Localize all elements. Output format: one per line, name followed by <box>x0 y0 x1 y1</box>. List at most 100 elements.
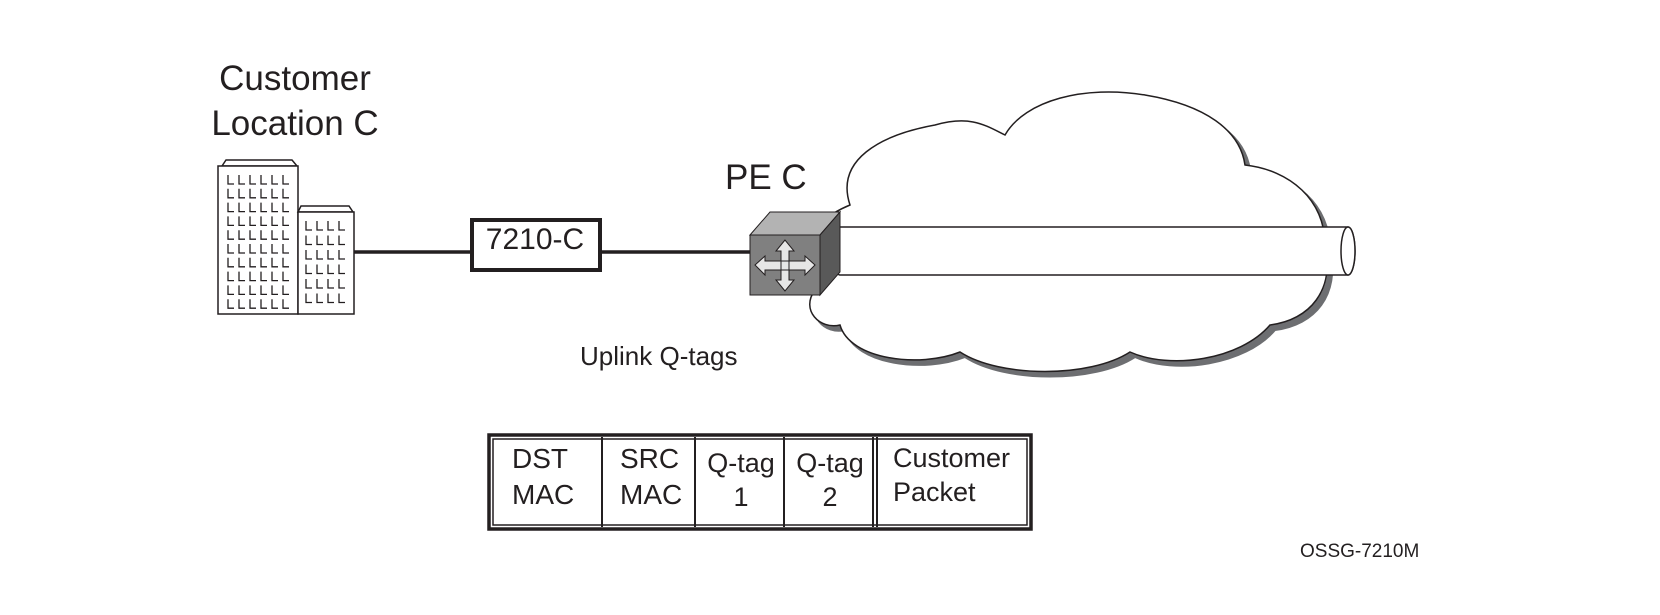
building-window <box>305 264 312 275</box>
building-window <box>282 257 289 268</box>
frame-field-dst-mac: DST MAC <box>512 443 575 510</box>
building-window <box>260 202 267 213</box>
building-window <box>227 299 234 309</box>
building-window <box>271 285 278 296</box>
building-window <box>260 216 267 227</box>
building-window <box>282 188 289 199</box>
building-window <box>249 244 256 254</box>
building-window <box>316 264 323 275</box>
building-window <box>249 216 256 227</box>
customer-title-line1: Customer <box>219 59 371 98</box>
building-window <box>338 279 345 289</box>
building-window <box>338 293 345 304</box>
building-window <box>327 221 334 231</box>
building-window <box>271 244 278 254</box>
building-window <box>305 221 312 231</box>
building-window <box>327 293 334 304</box>
frame-field-src-mac: SRC MAC <box>620 443 683 510</box>
building-window <box>249 188 256 199</box>
building-window <box>271 188 278 199</box>
building-window <box>227 285 234 296</box>
building-window <box>249 230 256 240</box>
building-window <box>327 264 334 275</box>
building-window <box>238 271 245 282</box>
building-window <box>316 279 323 289</box>
building-window <box>282 216 289 227</box>
building-window <box>260 230 267 240</box>
building-window <box>260 285 267 296</box>
building-window <box>238 202 245 213</box>
building-window <box>282 299 289 309</box>
building-window <box>249 271 256 282</box>
router-icon <box>748 210 842 297</box>
building-window <box>271 216 278 227</box>
building-window <box>249 285 256 296</box>
building-window <box>338 264 345 275</box>
building-window <box>282 230 289 240</box>
building-window <box>271 202 278 213</box>
building-window <box>305 293 312 304</box>
building-window <box>227 271 234 282</box>
building-window <box>271 230 278 240</box>
building-window <box>260 175 267 185</box>
building-window <box>238 175 245 185</box>
building-window <box>249 175 256 185</box>
access-device-label: 7210-C <box>485 223 585 256</box>
building-window <box>238 230 245 240</box>
building-window <box>249 202 256 213</box>
building-window <box>260 188 267 199</box>
building-window <box>238 299 245 309</box>
building-window <box>271 271 278 282</box>
building-window <box>227 188 234 199</box>
building-window <box>238 257 245 268</box>
building-window <box>316 293 323 304</box>
building-window <box>271 257 278 268</box>
building-window <box>316 250 323 260</box>
building-window <box>305 279 312 289</box>
building-window <box>305 250 312 260</box>
frame-format-table <box>487 433 1033 531</box>
building-window <box>249 257 256 268</box>
building-window <box>327 250 334 260</box>
building-window <box>227 175 234 185</box>
building-window <box>260 257 267 268</box>
building-window <box>249 299 256 309</box>
building-window <box>282 244 289 254</box>
access-device-box <box>470 218 602 272</box>
figure-id: OSSG-7210M <box>1300 541 1420 562</box>
building-window <box>227 257 234 268</box>
building-window <box>260 244 267 254</box>
building-window <box>282 271 289 282</box>
building-window <box>271 175 278 185</box>
building-window <box>316 235 323 246</box>
building-window <box>282 175 289 185</box>
building-window <box>305 235 312 246</box>
building-window <box>327 235 334 246</box>
building-window <box>227 230 234 240</box>
building-window <box>338 221 345 231</box>
building-window <box>316 221 323 231</box>
building-window <box>338 235 345 246</box>
building-window <box>282 285 289 296</box>
building-window <box>327 279 334 289</box>
building-icon <box>217 159 355 315</box>
building-window <box>227 202 234 213</box>
building-window <box>260 271 267 282</box>
uplink-caption: Uplink Q-tags <box>580 341 738 371</box>
building-window <box>238 216 245 227</box>
pe-router-label: PE C <box>725 158 807 197</box>
building-window <box>227 216 234 227</box>
customer-title-line2: Location C <box>211 104 379 143</box>
frame-field-qtag-2: Q-tag 2 <box>796 448 864 512</box>
frame-field-qtag-1: Q-tag 1 <box>707 448 775 512</box>
building-window <box>338 250 345 260</box>
building-window <box>238 244 245 254</box>
building-window <box>271 299 278 309</box>
building-window <box>227 244 234 254</box>
building-window <box>260 299 267 309</box>
building-window <box>238 188 245 199</box>
customer-location-title: Customer Location C <box>205 56 385 146</box>
building-window <box>282 202 289 213</box>
